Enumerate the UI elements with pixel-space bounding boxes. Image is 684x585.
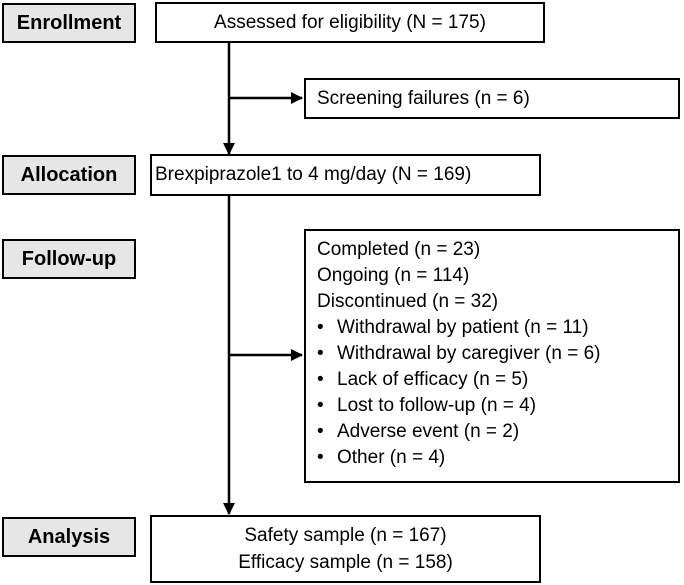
stage-label-enrollment: Enrollment — [2, 3, 136, 43]
reason-item: • Withdrawal by patient (n = 11) — [317, 315, 678, 341]
reason-item: • Lost to follow-up (n = 4) — [317, 393, 678, 419]
reason-text: Lack of efficacy (n = 5) — [337, 369, 529, 390]
stage-label-allocation: Allocation — [2, 155, 136, 195]
discontinued-line: Discontinued (n = 32) — [317, 291, 499, 312]
reason-text: Other (n = 4) — [337, 447, 446, 468]
stage-label-followup-text: Follow-up — [21, 247, 117, 270]
reason-item: • Withdrawal by caregiver (n = 6) — [317, 341, 678, 367]
reason-item: • Other (n = 4) — [317, 445, 678, 471]
analysis-box: Safety sample (n = 167) Efficacy sample … — [150, 515, 541, 583]
bullet: • — [317, 317, 324, 338]
assessed-box: Assessed for eligibility (N = 175) — [155, 2, 545, 43]
allocation-text: Brexpiprazole1 to 4 mg/day (N = 169) — [155, 164, 472, 185]
bullet: • — [317, 343, 324, 364]
screening-failures-text: Screening failures (n = 6) — [317, 87, 530, 109]
bullet: • — [317, 447, 324, 468]
screening-failures-box: Screening failures (n = 6) — [304, 78, 680, 119]
assessed-text: Assessed for eligibility (N = 175) — [214, 11, 486, 33]
bullet: • — [317, 421, 324, 442]
allocation-box: Brexpiprazole1 to 4 mg/day (N = 169) — [150, 154, 541, 196]
safety-sample-text: Safety sample (n = 167) — [244, 525, 447, 546]
reason-text: Withdrawal by caregiver (n = 6) — [337, 343, 601, 364]
reason-text: Adverse event (n = 2) — [337, 421, 520, 442]
reason-text: Lost to follow-up (n = 4) — [337, 395, 537, 416]
stage-label-followup: Follow-up — [2, 239, 136, 279]
reason-text: Withdrawal by patient (n = 11) — [337, 317, 589, 338]
reason-item: • Adverse event (n = 2) — [317, 419, 678, 445]
completed-line: Completed (n = 23) — [317, 239, 481, 260]
stage-label-analysis-text: Analysis — [27, 525, 111, 548]
stage-label-enrollment-text: Enrollment — [16, 11, 122, 34]
reason-item: • Lack of efficacy (n = 5) — [317, 367, 678, 393]
ongoing-line: Ongoing (n = 114) — [317, 265, 470, 286]
efficacy-sample-text: Efficacy sample (n = 158) — [238, 552, 453, 573]
stage-label-allocation-text: Allocation — [20, 163, 118, 186]
bullet: • — [317, 395, 324, 416]
stage-label-analysis: Analysis — [2, 517, 136, 557]
bullet: • — [317, 369, 324, 390]
followup-box: Completed (n = 23) Ongoing (n = 114) Dis… — [304, 229, 680, 483]
